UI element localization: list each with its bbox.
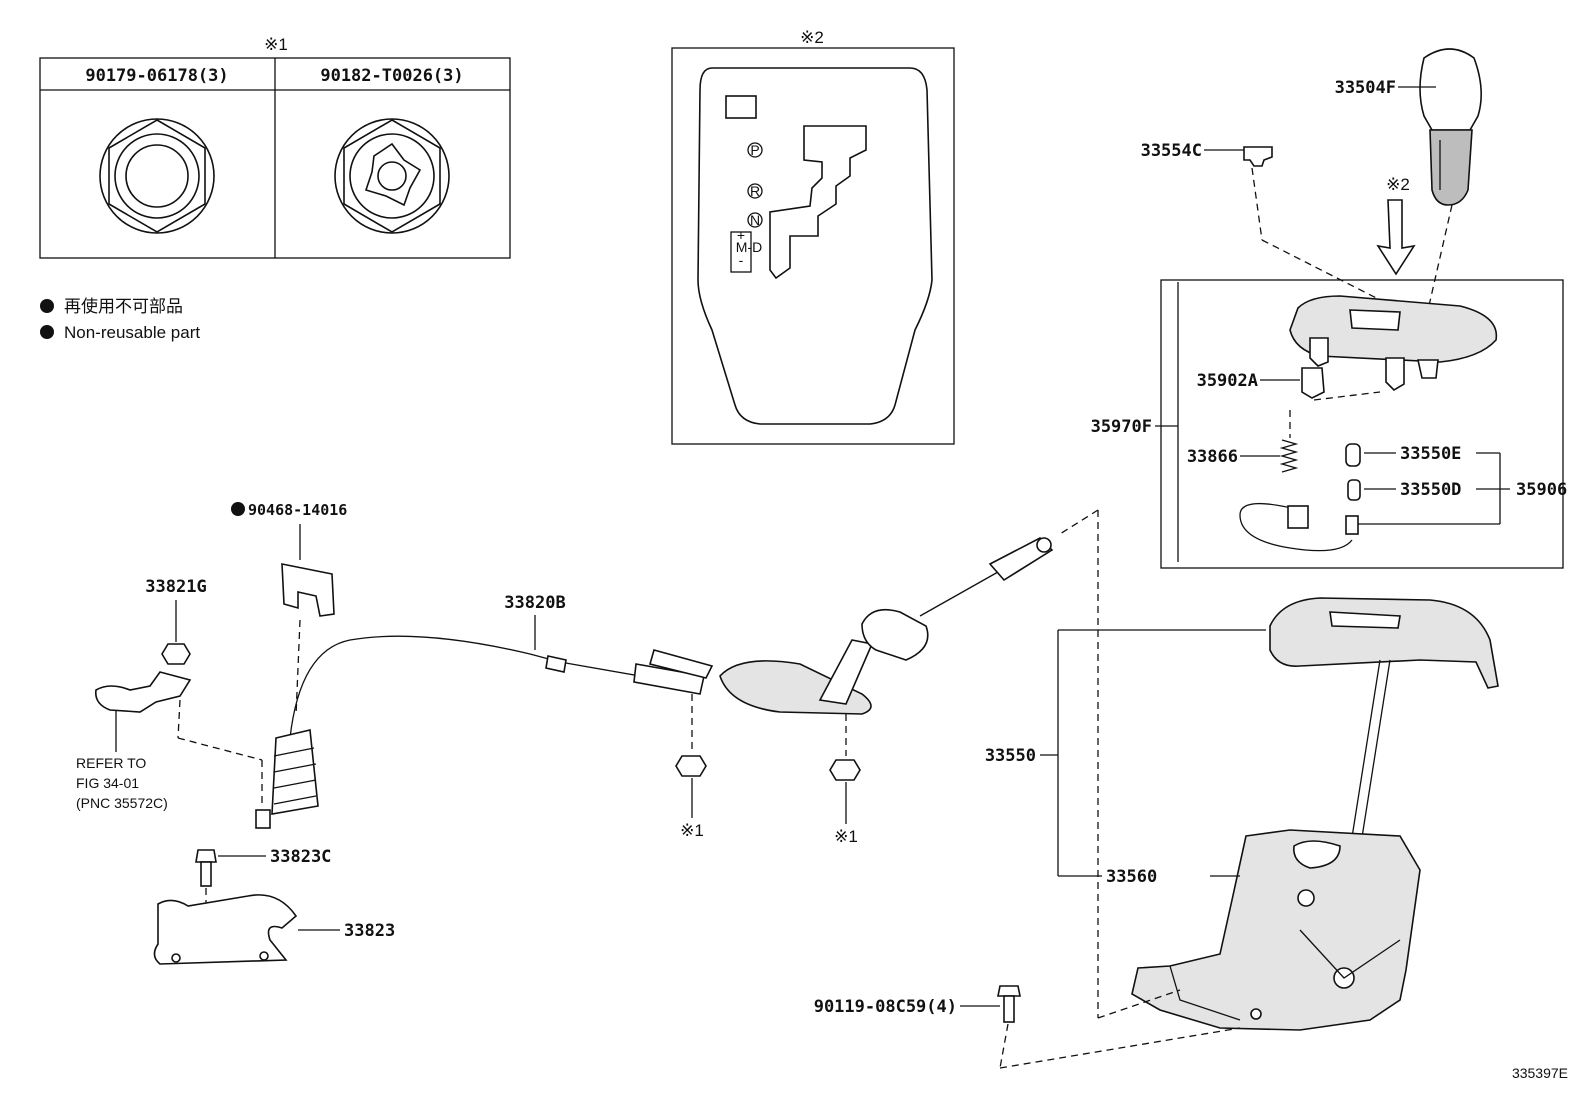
lock-nut-icon — [334, 118, 450, 234]
clip-33554C — [1243, 146, 1273, 167]
cable-boot — [255, 729, 319, 829]
gate-minus: - — [739, 252, 744, 268]
non-reusable-dot-icon — [231, 502, 245, 516]
nut-mark1-left — [675, 755, 707, 777]
bracket-33823 — [153, 894, 298, 965]
label-35906: 35906 — [1516, 480, 1567, 500]
label-33550: 33550 — [985, 746, 1036, 766]
label-33823: 33823 — [344, 921, 395, 941]
label-90468: 90468-14016 — [248, 501, 347, 519]
refer-line-1: REFER TO — [76, 755, 146, 771]
spring-33866 — [1279, 439, 1299, 473]
gate-r: R — [750, 183, 760, 199]
inset2-mark: ※2 — [800, 28, 824, 47]
indicator-housing-35970F — [1289, 295, 1498, 392]
mark1-right: ※1 — [834, 827, 858, 846]
wire-harness-35906 — [1239, 502, 1359, 552]
label-33821G: 33821G — [145, 577, 206, 597]
figure-id: 335397E — [1512, 1065, 1568, 1081]
non-reusable-dot-icon — [40, 325, 54, 339]
nut-mark1-right — [829, 759, 861, 781]
bulb-33550D — [1347, 479, 1361, 501]
label-33504F: 33504F — [1335, 78, 1396, 98]
shift-cable-33820B — [289, 537, 1054, 739]
label-33823C: 33823C — [270, 847, 331, 867]
clip-35902A — [1301, 367, 1325, 399]
hex-nut-icon — [99, 118, 215, 234]
label-33550D: 33550D — [1400, 480, 1461, 500]
gate-md: M-D — [736, 239, 762, 255]
cable-bracket — [94, 671, 192, 713]
nut-33821G — [161, 643, 191, 665]
fastener-table-inset: ※1 90179-06178(3) 90182-T0026(3) — [39, 35, 511, 259]
view-direction-arrow-icon — [1376, 199, 1416, 276]
legend: 再使用不可部品 Non-reusable part — [40, 296, 200, 342]
refer-line-3: (PNC 35572C) — [76, 795, 168, 811]
shift-lever-assembly-33550 — [1131, 597, 1499, 1031]
legend-en: Non-reusable part — [64, 323, 200, 342]
label-33820B: 33820B — [504, 593, 565, 613]
label-33560: 33560 — [1106, 867, 1157, 887]
inset1-mark: ※1 — [264, 35, 288, 54]
shift-gate-inset: ※2 P R N + M-D - — [671, 28, 955, 445]
non-reusable-dot-icon — [40, 299, 54, 313]
mark2-arrow: ※2 — [1386, 175, 1410, 194]
gate-p: P — [750, 142, 759, 158]
gate-letters: P R N + M-D - — [730, 142, 763, 273]
label-33554C: 33554C — [1141, 141, 1202, 161]
bolt-90119 — [997, 985, 1021, 1023]
housing-assembly-box — [1160, 279, 1564, 569]
mark1-left: ※1 — [680, 821, 704, 840]
label-35902A: 35902A — [1197, 371, 1258, 391]
label-33550E: 33550E — [1400, 444, 1461, 464]
nut-part-number: 90179-06178(3) — [85, 66, 228, 86]
gate-plus: + — [737, 227, 745, 243]
refer-line-2: FIG 34-01 — [76, 775, 139, 791]
label-35970F: 35970F — [1091, 417, 1152, 437]
label-33866: 33866 — [1187, 447, 1238, 467]
label-90119: 90119-08C59(4) — [814, 997, 957, 1017]
lock-clip-90468 — [281, 563, 335, 617]
bolt-33823C — [195, 849, 217, 887]
gate-n: N — [750, 212, 760, 228]
legend-jp: 再使用不可部品 — [64, 296, 183, 316]
locknut-part-number: 90182-T0026(3) — [320, 66, 463, 86]
bulb-33550E — [1345, 443, 1361, 467]
shift-knob — [1419, 48, 1482, 206]
